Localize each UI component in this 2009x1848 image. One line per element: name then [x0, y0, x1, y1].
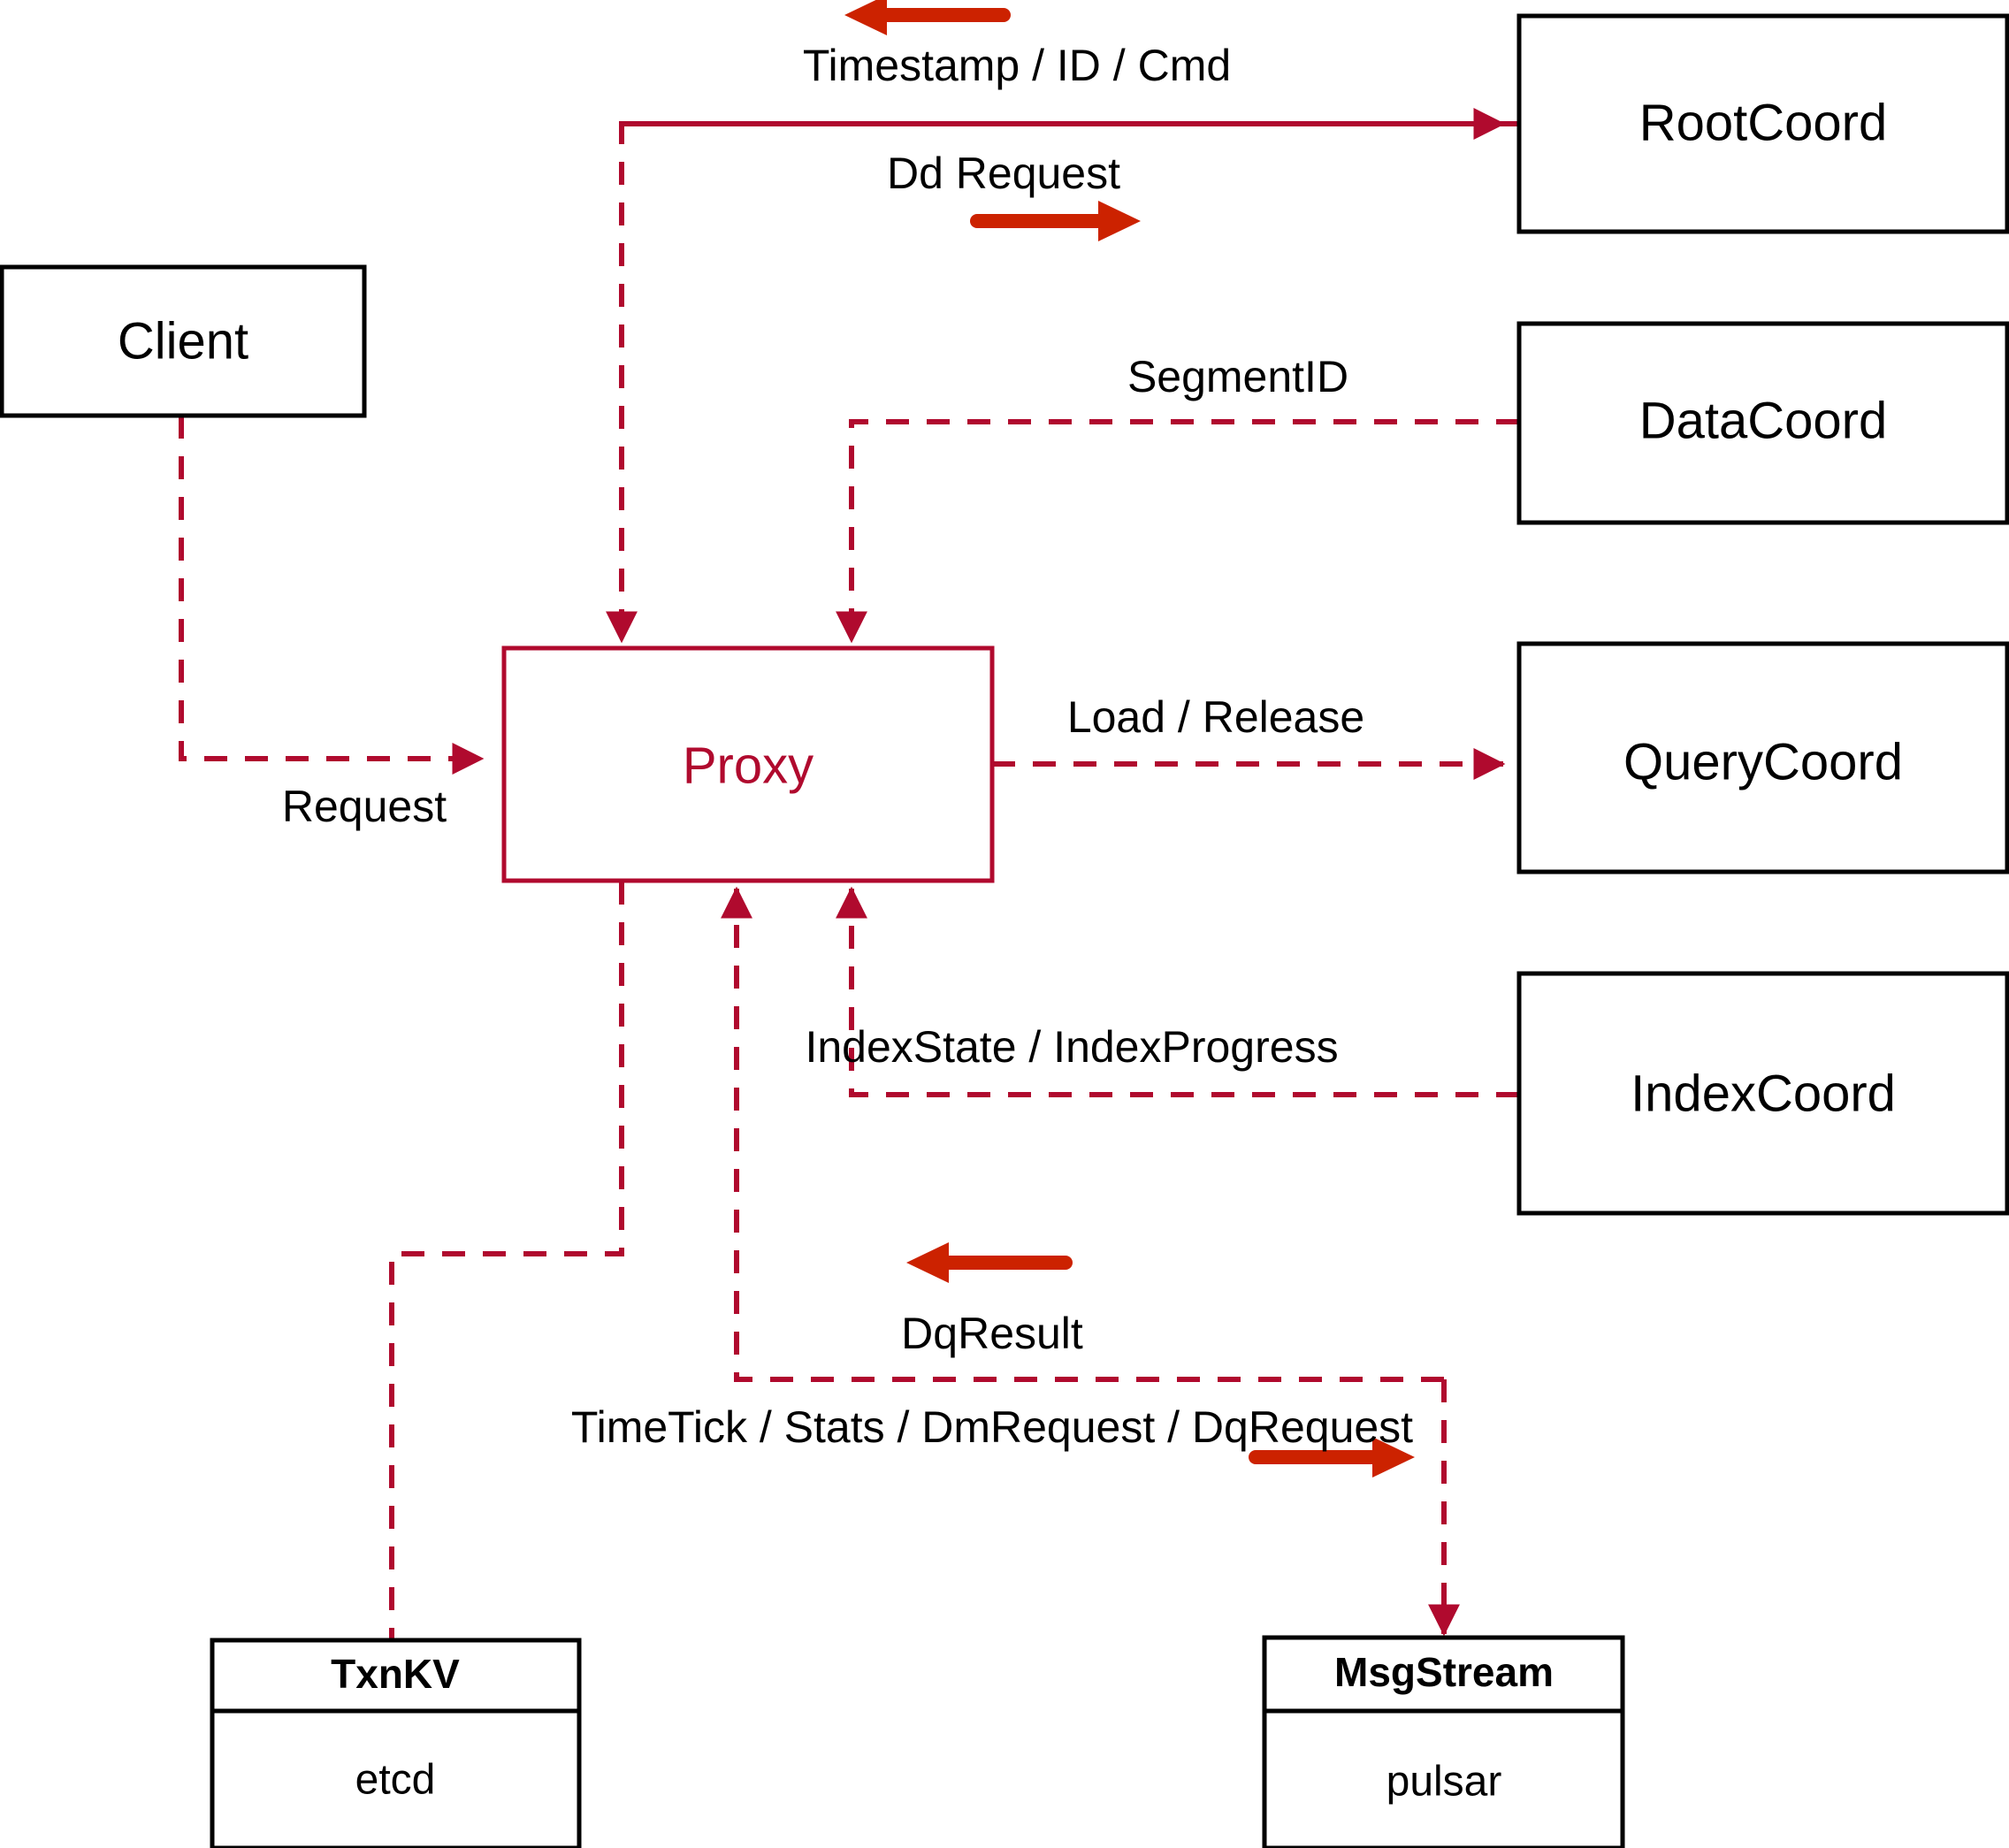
index-coord-label: IndexCoord	[1631, 1065, 1896, 1122]
client-box	[0, 264, 367, 418]
node-txnkv[interactable]: TxnKV etcd	[210, 1638, 582, 1848]
edge-label-load-release: Load / Release	[1067, 692, 1364, 742]
direction-arrow-timestamp	[844, 0, 1011, 35]
node-root-coord[interactable]: RootCoord	[1516, 13, 2009, 234]
edge-proxy-txnkv-path	[389, 882, 624, 1640]
node-msgstream[interactable]: MsgStream pulsar	[1262, 1635, 1625, 1848]
data-coord-label: DataCoord	[1639, 392, 1887, 449]
proxy-label: Proxy	[683, 737, 814, 794]
msgstream-impl: pulsar	[1386, 1759, 1502, 1806]
query-coord-label: QueryCoord	[1623, 733, 1903, 790]
edge-dq-result-path	[721, 886, 1444, 1382]
root-coord-box	[1516, 13, 2009, 234]
node-query-coord[interactable]: QueryCoord	[1516, 641, 2009, 874]
txnkv-box	[210, 1638, 582, 1848]
edge-label-segment-id: SegmentID	[1127, 352, 1348, 401]
txnkv-title: TxnKV	[331, 1651, 460, 1697]
edge-segment-id-path	[836, 419, 1519, 644]
index-coord-box	[1516, 971, 2009, 1216]
direction-arrow-dq-result	[906, 1242, 1073, 1283]
edge-label-dq-result: DqResult	[901, 1309, 1083, 1358]
node-client[interactable]: Client	[0, 264, 367, 418]
txnkv-impl: etcd	[355, 1757, 436, 1804]
node-data-coord[interactable]: DataCoord	[1516, 321, 2009, 525]
edge-index-state-path	[836, 886, 1519, 1097]
direction-arrow-timetick	[1249, 1437, 1415, 1478]
edge-label-dd-request: Dd Request	[887, 149, 1120, 198]
data-coord-box	[1516, 321, 2009, 525]
msgstream-box	[1262, 1635, 1625, 1848]
edge-label-timestamp-id-cmd: Timestamp / ID / Cmd	[803, 41, 1231, 90]
edge-timestamp-id-cmd-path	[606, 121, 1519, 644]
edge-label-request: Request	[282, 782, 447, 831]
root-coord-label: RootCoord	[1639, 94, 1887, 151]
edge-label-timetick: TimeTick / Stats / DmRequest / DqRequest	[571, 1402, 1413, 1452]
edge-request-path	[179, 416, 485, 775]
direction-arrow-dd-request	[970, 201, 1141, 241]
msgstream-title: MsgStream	[1334, 1649, 1554, 1695]
node-index-coord[interactable]: IndexCoord	[1516, 971, 2009, 1216]
client-label: Client	[118, 312, 248, 370]
query-coord-box	[1516, 641, 2009, 874]
proxy-box	[501, 645, 995, 883]
node-proxy[interactable]: Proxy	[501, 645, 995, 883]
edge-label-index-state: IndexState / IndexProgress	[805, 1022, 1338, 1072]
